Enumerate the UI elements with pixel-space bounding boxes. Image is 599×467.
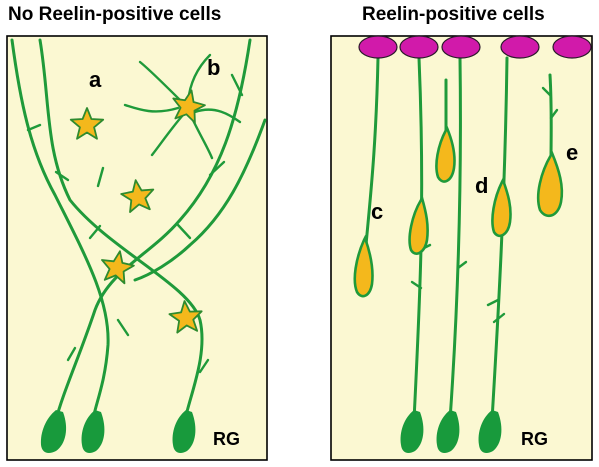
label-a: a [89,67,102,92]
reelin-cell [399,35,439,59]
reelin-cell [500,35,540,59]
label-e: e [566,140,578,165]
rg-fiber [54,38,252,422]
migrating-neuron [536,149,564,218]
right-panel: c d e RG [330,35,593,461]
rg-fiber [364,56,380,247]
label-d: d [475,173,488,198]
fiber-branch [208,160,226,177]
fiber-branch [176,223,192,240]
neuron-dendrite [193,108,242,124]
migrating-neuron [491,176,512,238]
rg-cell-body [478,410,502,453]
rg-cell-body [40,410,67,453]
reelin-cell [358,35,398,59]
rg-cell-body [81,410,105,453]
left-panel-title: No Reelin-positive cells [8,4,222,25]
fiber-branch [492,312,506,324]
migrating-neuron [435,124,456,183]
left-panel: a b RG [6,35,268,461]
fiber-branch [66,346,77,362]
fiber-branch [230,73,244,97]
neuron-dendrite [123,103,180,113]
rg-cell-body [400,410,424,453]
right-panel-title: Reelin-positive cells [362,4,545,25]
neuron-dendrite [150,113,185,157]
reelin-cell [552,35,592,59]
migrating-neuron [353,234,374,298]
migrating-neuron [408,194,429,255]
fiber-branch [549,108,559,120]
reelin-cell [441,35,481,59]
rg-label: RG [213,429,240,449]
fiber-branch [26,123,42,132]
rg-fiber [38,38,204,422]
rg-cell-body [172,410,196,453]
fiber-branch [88,224,102,240]
label-c: c [371,199,383,224]
rg-fiber [133,118,267,282]
rg-cell-body [436,410,460,453]
fiber-branch [456,260,468,270]
fiber-branch [198,358,210,374]
fiber-branch [116,318,130,337]
fiber-branch [486,298,500,307]
fiber-branch [410,280,423,290]
fiber-branch [54,170,70,182]
left-panel-frame [6,35,268,461]
rg-fiber [448,56,462,422]
fiber-branch [541,86,552,97]
label-b: b [207,55,220,80]
rg-label: RG [521,429,548,449]
rg-fiber [10,38,110,422]
fiber-branch [96,166,105,188]
rg-fiber [490,56,509,422]
